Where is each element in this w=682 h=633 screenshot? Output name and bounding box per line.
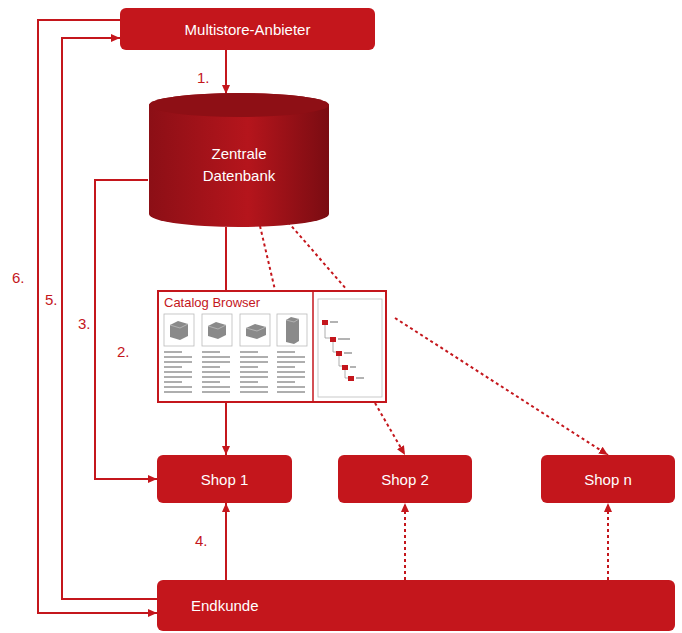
flow-arrow: [38, 20, 157, 613]
node-label: Zentrale Datenbank: [184, 143, 294, 187]
step-number: 3.: [77, 316, 92, 333]
shop-box: Shop n: [541, 455, 675, 503]
flow-arrow: [225, 227, 227, 290]
node-label: Multistore-Anbieter: [185, 21, 311, 38]
flow-arrow: [607, 503, 609, 580]
catalog-panel: Catalog Browser: [157, 290, 387, 403]
provider-box: Multistore-Anbieter: [120, 8, 375, 50]
node-label: Endkunde: [191, 597, 259, 614]
shop-box: Shop 1: [157, 455, 292, 503]
node-label: Shop 2: [381, 471, 429, 488]
product-thumbnails: [164, 314, 307, 346]
flow-arrow: [375, 403, 405, 455]
flow-arrow: [225, 503, 227, 580]
node-label: Catalog Browser: [164, 295, 260, 310]
flow-arrow: [62, 38, 157, 599]
flow-arrow: [395, 318, 608, 455]
node-label: Shop n: [584, 471, 632, 488]
flow-arrow: [95, 180, 157, 479]
text-lines: [164, 352, 305, 392]
step-number: 4.: [194, 533, 209, 550]
category-tree: [318, 299, 382, 397]
node-label: Shop 1: [201, 471, 249, 488]
flow-arrow: [225, 50, 227, 94]
catalog-divider: [312, 291, 314, 402]
flow-arrow: [260, 222, 347, 290]
step-number: 2.: [116, 344, 131, 361]
shop-box: Shop 2: [338, 455, 472, 503]
flow-arrow: [404, 503, 406, 580]
flow-arrow: [225, 403, 227, 455]
customer-band: Endkunde: [157, 580, 675, 631]
database-cylinder: Zentrale Datenbank: [148, 92, 330, 228]
catalog-ground: [157, 290, 387, 403]
step-number: 5.: [44, 292, 59, 309]
step-number: 6.: [11, 270, 26, 287]
step-number: 1.: [196, 70, 211, 87]
